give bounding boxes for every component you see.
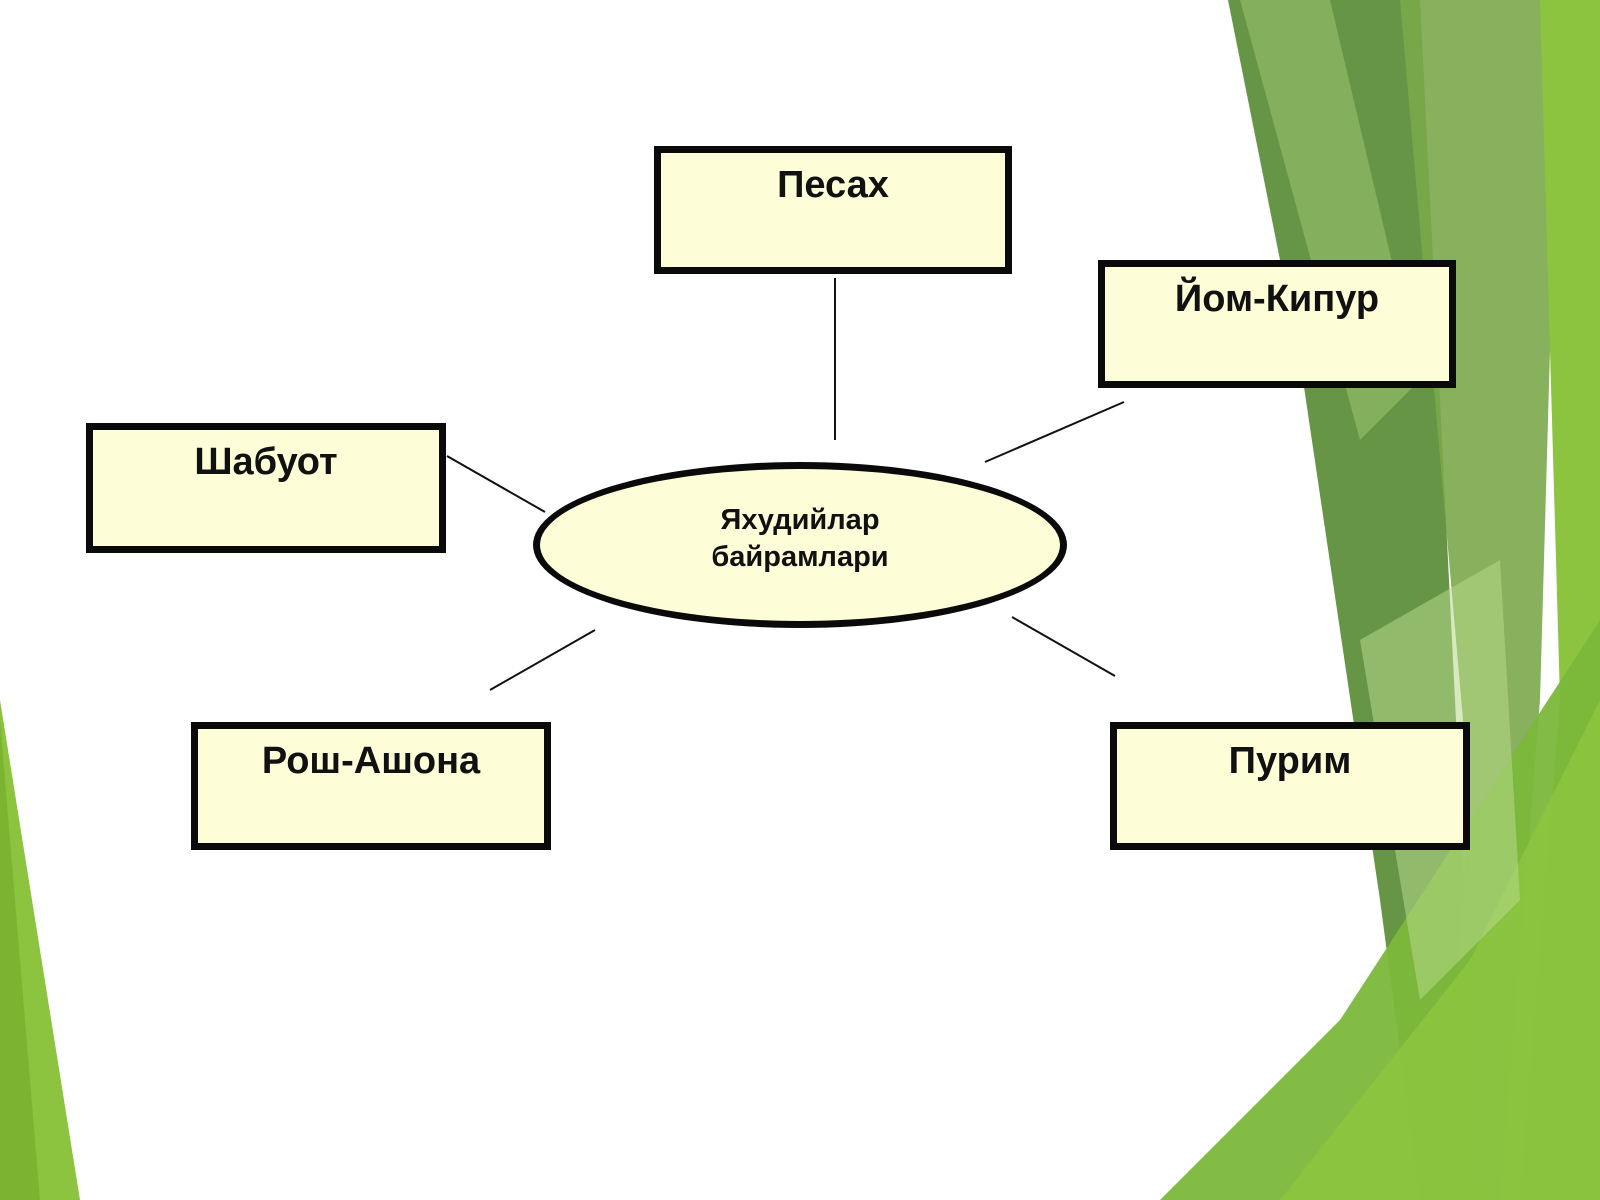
center-label-line2: байрамлари: [711, 541, 889, 573]
node-pesach-label: Песах: [777, 164, 889, 206]
node-purim: Пурим: [1110, 722, 1470, 850]
node-shavuot: Шабуот: [86, 423, 446, 553]
center-ellipse: Яхудийлар байрамлари: [533, 462, 1067, 628]
connector-purim: [1011, 616, 1116, 677]
connector-yom-kippur: [984, 401, 1125, 463]
node-yom-kippur: Йом-Кипур: [1098, 260, 1456, 388]
connector-rosh-hashana: [489, 629, 596, 691]
bottom-light-wedge: [1280, 700, 1600, 1200]
left-green-strip-dark: [0, 720, 40, 1200]
node-rosh-hashana: Рош-Ашона: [191, 722, 551, 850]
node-shavuot-label: Шабуот: [194, 441, 338, 483]
node-purim-label: Пурим: [1228, 740, 1352, 782]
center-label: Яхудийлар байрамлари: [670, 502, 930, 576]
node-yom-kippur-label: Йом-Кипур: [1174, 278, 1380, 320]
node-pesach: Песах: [654, 146, 1012, 274]
connector-shavuot: [446, 455, 546, 513]
node-rosh-hashana-label: Рош-Ашона: [261, 740, 481, 782]
center-label-line1: Яхудийлар: [720, 503, 880, 536]
